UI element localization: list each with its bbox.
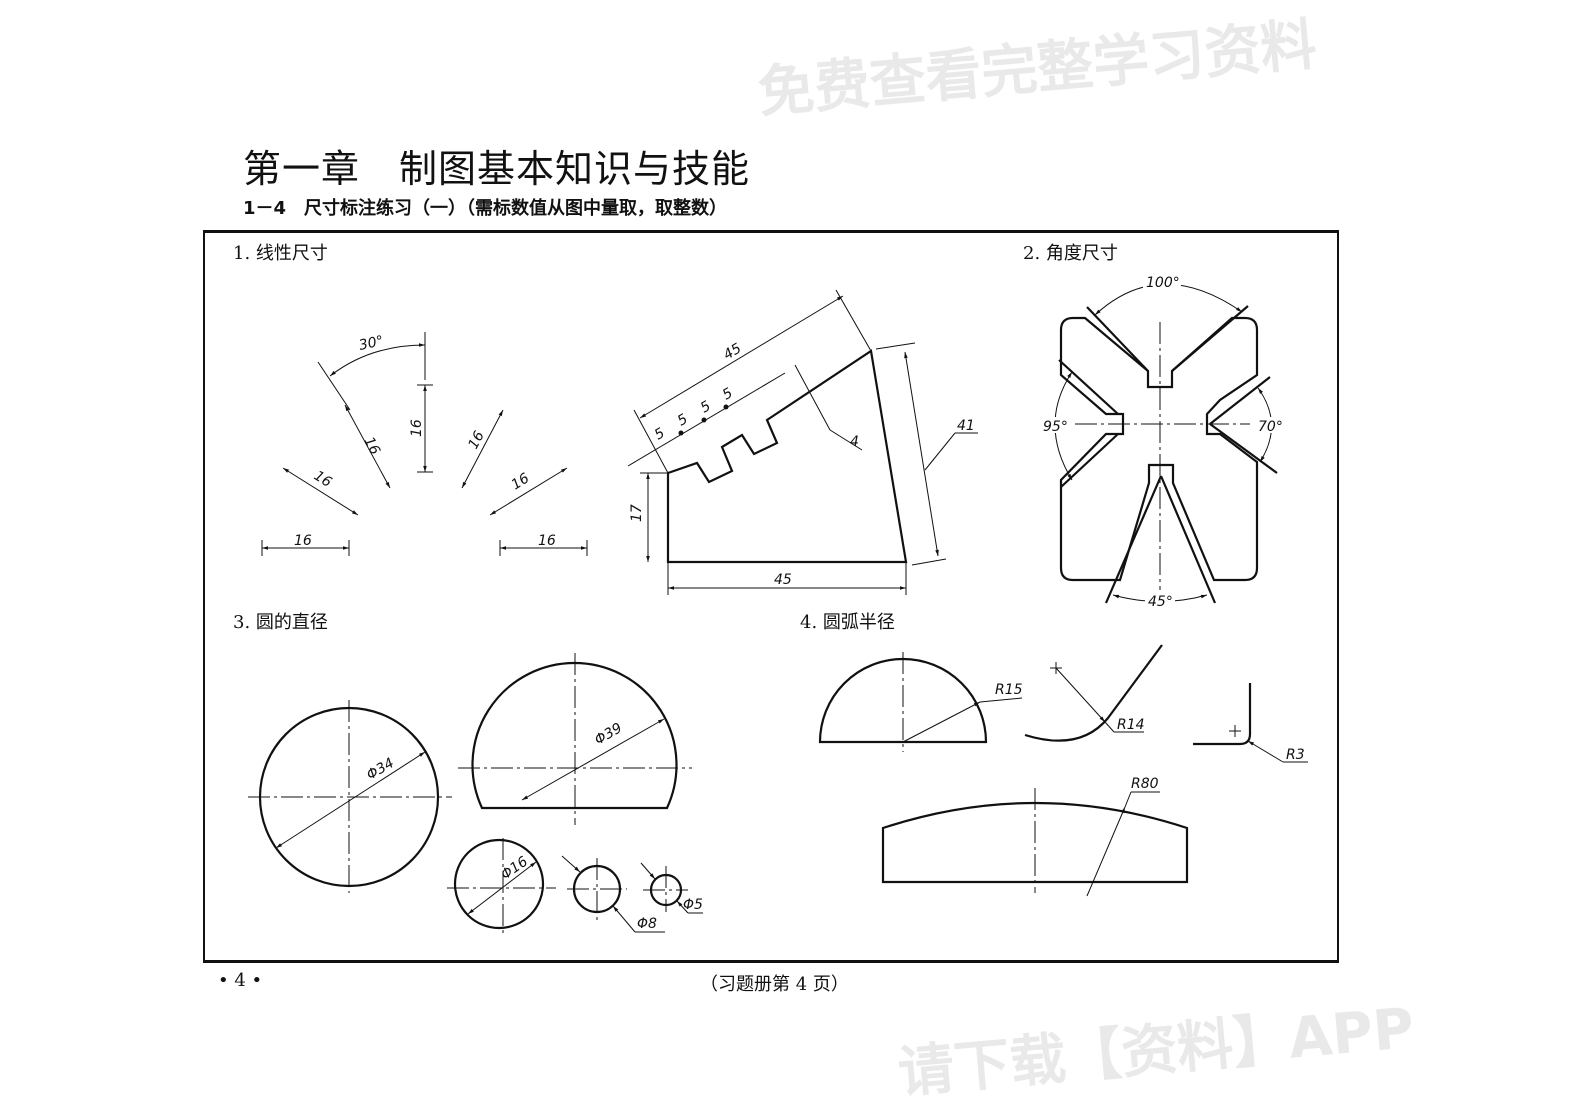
dim-angle-left: 95° <box>1043 419 1068 435</box>
dim-horiz-right: 16 <box>538 533 556 549</box>
radius-exercise: R15 R14 R3 R80 <box>818 644 1308 897</box>
section-linear-title: 1. 线性尺寸 <box>233 243 328 264</box>
dim-diameter-5: Φ5 <box>683 897 703 913</box>
dim-vertical: 16 <box>409 419 425 437</box>
chapter-title: 第一章 制图基本知识与技能 <box>243 147 751 191</box>
dim-angle-right: 70° <box>1258 419 1283 435</box>
dim-diag-a: 16 <box>360 434 383 457</box>
dim-diameter-1: Φ34 <box>364 755 397 783</box>
section-angular-title: 2. 角度尺寸 <box>1023 243 1118 264</box>
angular-dimension-exercise: 100° 95° 70° 45° <box>1040 272 1284 610</box>
dim-bottom: 45 <box>774 572 792 588</box>
dim-angle-bottom: 45° <box>1148 594 1173 610</box>
section-diameter-title: 3. 圆的直径 <box>233 612 328 633</box>
dim-height: 17 <box>629 504 645 522</box>
dim-diag-c: 16 <box>465 429 488 452</box>
dim-step-2: 5 <box>675 411 691 429</box>
dim-step-1: 5 <box>652 425 668 443</box>
dim-shape-top: 45 <box>721 340 745 363</box>
stepped-shape-exercise: 45 5 5 5 5 4 17 45 41 <box>627 289 978 595</box>
diameter-exercise: Φ34 Φ39 Φ16 Φ8 Φ5 <box>248 653 703 935</box>
page-note: （习题册第 4 页） <box>700 974 849 995</box>
dim-angle-30: 30° <box>358 333 386 354</box>
dim-step-3: 5 <box>698 398 714 416</box>
page-number: • 4 • <box>218 970 263 991</box>
dim-radius-2: R14 <box>1117 717 1145 733</box>
dim-diag-d: 16 <box>509 470 533 493</box>
dim-step-4: 5 <box>720 385 736 403</box>
dim-depth: 4 <box>850 434 859 450</box>
dim-angle-top: 100° <box>1146 275 1180 291</box>
dim-radius-1: R15 <box>995 682 1023 698</box>
section-radius-title: 4. 圆弧半径 <box>800 612 895 633</box>
dim-side: 41 <box>957 418 975 434</box>
dim-radius-3: R3 <box>1286 747 1305 763</box>
dim-radius-4: R80 <box>1131 776 1159 792</box>
dim-horiz-left: 16 <box>294 533 312 549</box>
dim-diameter-4: Φ8 <box>637 916 657 932</box>
exercise-frame <box>203 230 1339 963</box>
linear-dimension-exercise: 16 16 16 30° 16 16 16 16 <box>261 332 588 556</box>
exercise-title: 1－4 尺寸标注练习（一）（需标数值从图中量取，取整数） <box>243 198 728 219</box>
